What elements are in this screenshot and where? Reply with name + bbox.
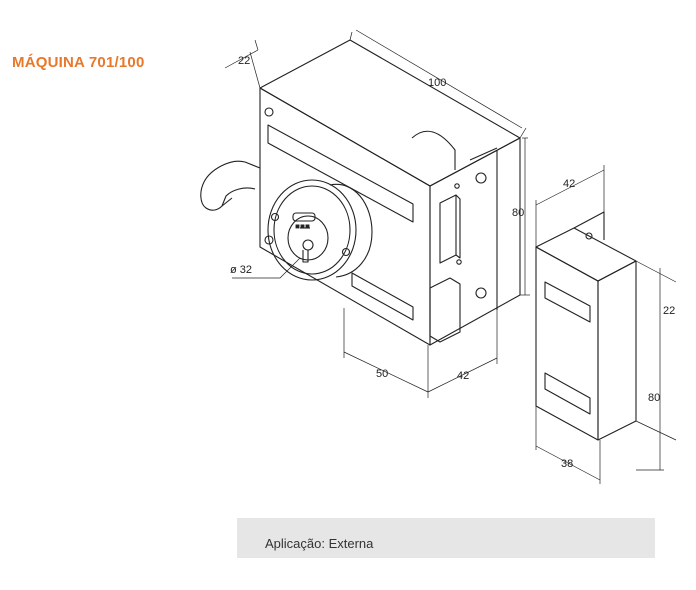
application-band: Aplicação: Externa <box>237 518 655 558</box>
product-title: MÁQUINA 701/100 <box>12 54 145 71</box>
cylinder <box>267 179 373 281</box>
dim-keeper-height: 80 <box>648 392 660 404</box>
dim-lock-bottom-depth: 42 <box>457 370 469 382</box>
lever-handle <box>200 160 261 211</box>
application-label: Aplicação: Externa <box>265 536 374 551</box>
cylinder-brand-mark: ◼◼◼ <box>295 224 310 230</box>
dim-lock-depth: 22 <box>238 55 250 67</box>
keeper-body <box>535 211 637 441</box>
dimension-lines <box>224 29 677 484</box>
dim-keeper-width: 38 <box>561 458 573 470</box>
dim-keeper-depth: 42 <box>563 178 575 190</box>
dim-keeper-side: 22 <box>663 305 675 317</box>
lock-body <box>259 39 521 346</box>
dim-cylinder-offset: 50 <box>376 368 388 380</box>
dim-lock-width: 100 <box>428 77 446 89</box>
dim-cylinder-diameter: ø 32 <box>230 264 252 276</box>
dim-lock-height: 80 <box>512 207 524 219</box>
